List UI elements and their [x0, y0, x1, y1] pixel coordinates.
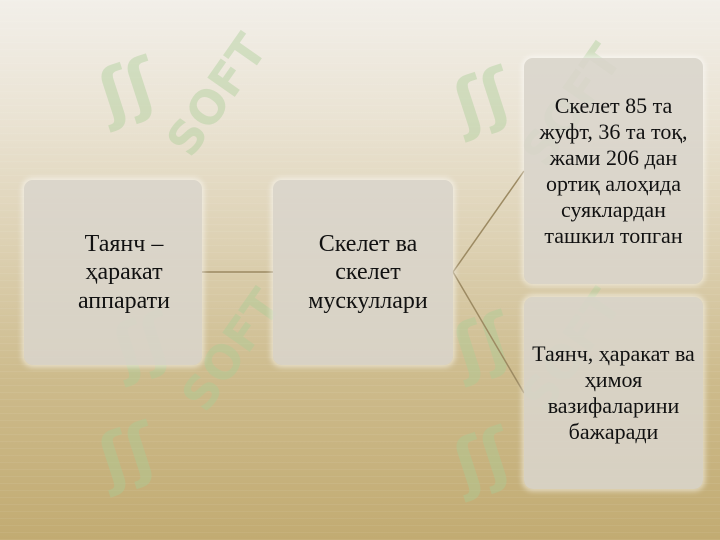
node-leaf-1-label: Скелет 85 та жуфт, 36 та тоқ, жами 206 д…	[539, 93, 688, 248]
connector-middle-to-leaf-2	[452, 271, 525, 394]
node-middle: Скелет ва скелет мускуллари	[273, 180, 453, 365]
node-root-label: Таянч – ҳаракат аппарати	[77, 231, 171, 314]
node-middle-label: Скелет ва скелет мускуллари	[308, 231, 428, 314]
node-root: Таянч – ҳаракат аппарати	[24, 180, 202, 365]
node-leaf-2-label: Таянч, ҳаракат ва ҳимоя вазифаларини баж…	[532, 341, 695, 444]
connector-middle-to-leaf-1	[452, 170, 525, 273]
node-leaf-2: Таянч, ҳаракат ва ҳимоя вазифаларини баж…	[524, 297, 703, 489]
node-leaf-1: Скелет 85 та жуфт, 36 та тоқ, жами 206 д…	[524, 58, 703, 284]
